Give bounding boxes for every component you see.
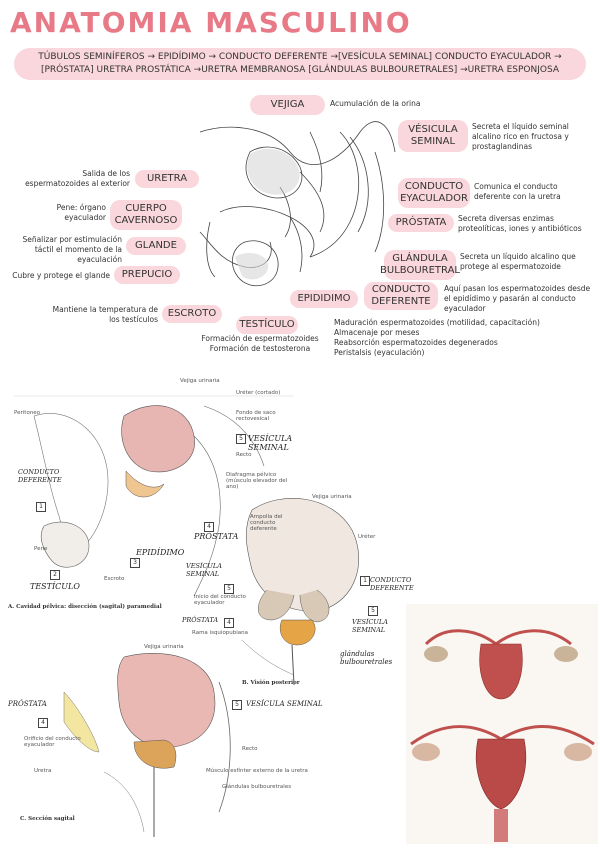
figure-b: Vejiga urinaria Ampolla del conducto def… <box>182 490 414 690</box>
figure-female <box>406 604 598 844</box>
figa-pene: Pene <box>34 546 48 552</box>
figa-num-1: 1 <box>36 502 46 512</box>
figc-orificio: Orificio del conducto eyaculador <box>24 736 81 748</box>
figure-c-drawing <box>63 653 231 837</box>
note-prostata: Secreta diversas enzimas proteolíticas, … <box>458 214 582 233</box>
note-testiculo: Formación de espermatozoides Formación d… <box>201 334 319 353</box>
figa-diafragma: Diafragma pélvico (músculo elevador del … <box>226 472 288 490</box>
figb-ureter: Uréter <box>358 534 376 540</box>
label-cuerpo-cavernoso: CUERPO CAVERNOSO <box>110 200 182 230</box>
pathway-line-2: [PRÓSTATA] URETRA PROSTÁTICA →URETRA MEM… <box>40 65 559 75</box>
note-conducto-deferente: Aquí pasan los espermatozoides desde el … <box>444 284 591 313</box>
label-conducto-eyaculador: CONDUCTO EYACULADOR <box>398 178 470 208</box>
note-prepucio: Cubre y protege el glande <box>12 271 110 280</box>
note-vejiga: Acumulación de la orina <box>330 99 421 108</box>
figc-num-5: 5 <box>232 700 242 710</box>
figb-hand-deferente: CONDUCTO DEFERENTE <box>370 576 414 592</box>
figc-vejiga: Vejiga urinaria <box>144 644 184 650</box>
label-glande: GLANDE <box>126 237 186 255</box>
label-conducto-deferente: CONDUCTO DEFERENTE <box>364 282 438 310</box>
figb-hand-vesicula-2: VESÍCULA SEMINAL <box>352 618 388 634</box>
note-uretra: Salida de los espermatozoides al exterio… <box>25 169 130 188</box>
figure-b-drawing <box>241 498 359 686</box>
pathway-line-1: TÚBULOS SEMINÍFEROS → EPIDÍDIMO → CONDUC… <box>38 52 562 62</box>
figb-num-5b: 5 <box>368 606 378 616</box>
figa-num-2: 2 <box>50 570 60 580</box>
figc-recto: Recto <box>242 746 258 752</box>
label-prepucio: PREPUCIO <box>114 266 180 284</box>
note-glandula-bulbouretral: Secreta un líquido alcalino que protege … <box>460 252 576 271</box>
figb-hand-glandulas: glándulas bulbouretrales <box>340 650 393 666</box>
figb-ampolla: Ampolla del conducto deferente <box>250 514 283 532</box>
figb-hand-prostata: PRÓSTATA <box>182 616 219 624</box>
figb-vejiga: Vejiga urinaria <box>312 494 352 500</box>
label-escroto: ESCROTO <box>162 305 222 323</box>
figa-num-4: 4 <box>204 522 214 532</box>
figa-peritoneo: Peritoneo <box>14 410 41 416</box>
note-glande: Señalizar por estimulación táctil el mom… <box>22 235 122 264</box>
page-title: ANATOMIA MASCULINO <box>10 6 412 39</box>
figc-musculo: Músculo esfínter externo de la uretra <box>206 768 308 774</box>
label-testiculo: TESTÍCULO <box>236 316 298 334</box>
label-glandula-bulbouretral: GLÁNDULA BULBOURETRAL <box>380 250 460 280</box>
figa-vejiga: Vejiga urinaria <box>180 378 220 384</box>
figc-uretra: Uretra <box>34 768 52 774</box>
figa-ureter: Uréter (cortado) <box>236 390 281 396</box>
note-epididimo: Maduración espermatozoides (motilidad, c… <box>334 318 540 357</box>
note-cuerpo-cavernoso: Pene: órgano eyaculador <box>56 203 106 222</box>
figc-glandulas: Glándulas bulbouretrales <box>222 784 292 790</box>
figc-hand-prostata: PRÓSTATA <box>8 700 47 708</box>
note-vesicula: Secreta el líquido seminal alcalino rico… <box>472 122 569 151</box>
figc-caption: C. Sección sagital <box>20 816 75 822</box>
figa-hand-deferente: CONDUCTO DEFERENTE <box>18 468 62 484</box>
note-conducto-eyaculador: Comunica el conducto deferente con la ur… <box>474 182 561 201</box>
figa-hand-testiculo: TESTÍCULO <box>30 582 80 591</box>
figure-female-drawing <box>406 604 598 844</box>
figb-inicio: Inicio del conducto eyaculador <box>194 594 246 606</box>
label-uretra: URETRA <box>135 170 199 188</box>
label-vejiga: VEJIGA <box>250 95 325 115</box>
figa-hand-epididimo: EPIDÍDIMO <box>136 548 185 557</box>
label-epididimo: EPIDIDIMO <box>290 290 358 308</box>
figa-fondo: Fondo de saco rectovesical <box>236 410 276 422</box>
figure-a: Vejiga urinaria Uréter (cortado) Fondo d… <box>4 376 300 616</box>
figure-c: Vejiga urinaria Orificio del conducto ey… <box>4 642 334 842</box>
sagittal-diagram <box>199 121 396 286</box>
figure-a-drawing <box>14 395 294 597</box>
label-prostata: PRÓSTATA <box>388 214 454 232</box>
figa-num-3: 3 <box>130 558 140 568</box>
figb-num-1: 1 <box>360 576 370 586</box>
label-vesicula: VÉSICULA SEMINAL <box>398 120 468 152</box>
figb-caption: B. Visión posterior <box>242 680 300 686</box>
pathway-banner: TÚBULOS SEMINÍFEROS → EPIDÍDIMO → CONDUC… <box>14 48 586 80</box>
figa-recto: Recto <box>236 452 252 458</box>
figb-rama: Rama isquiopubiana <box>192 630 249 636</box>
figb-num-5a: 5 <box>224 584 234 594</box>
figa-escroto: Escroto <box>104 576 125 582</box>
figc-num-4: 4 <box>38 718 48 728</box>
figb-num-4: 4 <box>224 618 234 628</box>
figa-hand-vesicula: VESÍCULA SEMINAL <box>248 434 293 452</box>
figb-hand-vesicula: VESÍCULA SEMINAL <box>186 562 222 578</box>
note-escroto: Mantiene la temperatura de los testículo… <box>52 305 158 324</box>
figc-hand-vesicula: VESÍCULA SEMINAL <box>246 700 323 708</box>
figa-caption: A. Cavidad pélvica: disección (sagital) … <box>8 604 162 610</box>
figa-hand-prostata: PRÓSTATA <box>194 532 239 541</box>
figa-num-5: 5 <box>236 434 246 444</box>
